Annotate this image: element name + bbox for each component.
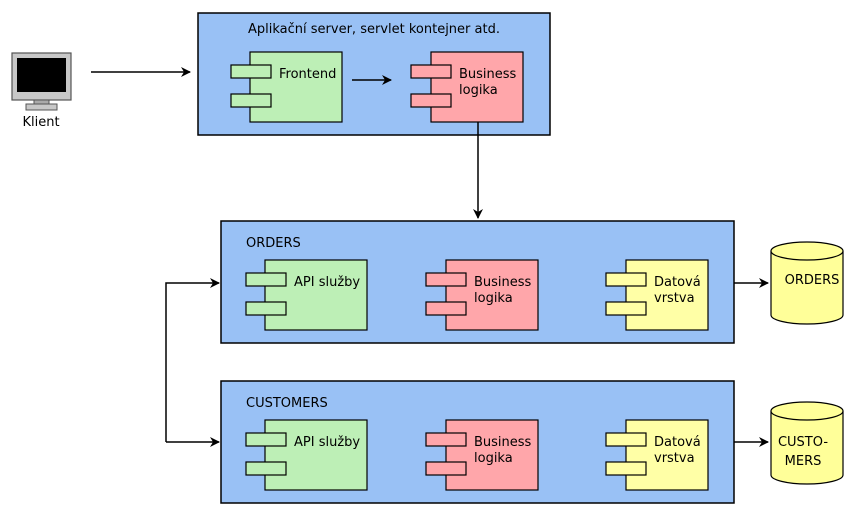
customers-business-label-line2: logika: [474, 451, 513, 466]
customers-database-label-line1: CUSTO-: [778, 435, 828, 450]
orders-data-component: Datová vrstva: [605, 259, 709, 331]
customers-business-label-line1: Business: [474, 435, 532, 450]
customers-api-component: API služby: [245, 419, 368, 491]
orders-database-label: ORDERS: [785, 273, 840, 288]
orders-business-label-line1: Business: [474, 275, 532, 290]
frontend-component: Frontend: [230, 51, 343, 123]
customers-data-component: Datová vrstva: [605, 419, 709, 491]
app-business-label-line2: logika: [459, 83, 498, 98]
client-computer-icon: [11, 52, 72, 111]
app-business-component: Business logika: [410, 51, 524, 123]
orders-business-label-line2: logika: [474, 291, 513, 306]
orders-business-component: Business logika: [425, 259, 539, 331]
customers-database-label-line2: MERS: [785, 454, 822, 469]
orders-api-component: API služby: [245, 259, 368, 331]
arrow-orders-link: [165, 278, 220, 442]
customers-service-title: CUSTOMERS: [246, 396, 328, 411]
customers-api-label: API služby: [294, 435, 360, 450]
customers-database-icon: CUSTO- MERS: [770, 401, 844, 485]
app-server-title: Aplikační server, servlet kontejner atd.: [248, 22, 500, 37]
customers-data-label-line1: Datová: [654, 435, 701, 450]
orders-service-title: ORDERS: [246, 236, 301, 251]
client-label: Klient: [22, 115, 59, 130]
app-business-label-line1: Business: [459, 67, 517, 82]
customers-data-label-line2: vrstva: [654, 451, 695, 466]
customers-business-component: Business logika: [425, 419, 539, 491]
orders-database-icon: ORDERS: [770, 241, 844, 325]
orders-data-label-line1: Datová: [654, 275, 701, 290]
frontend-label: Frontend: [279, 67, 336, 82]
orders-api-label: API služby: [294, 275, 360, 290]
orders-data-label-line2: vrstva: [654, 291, 695, 306]
